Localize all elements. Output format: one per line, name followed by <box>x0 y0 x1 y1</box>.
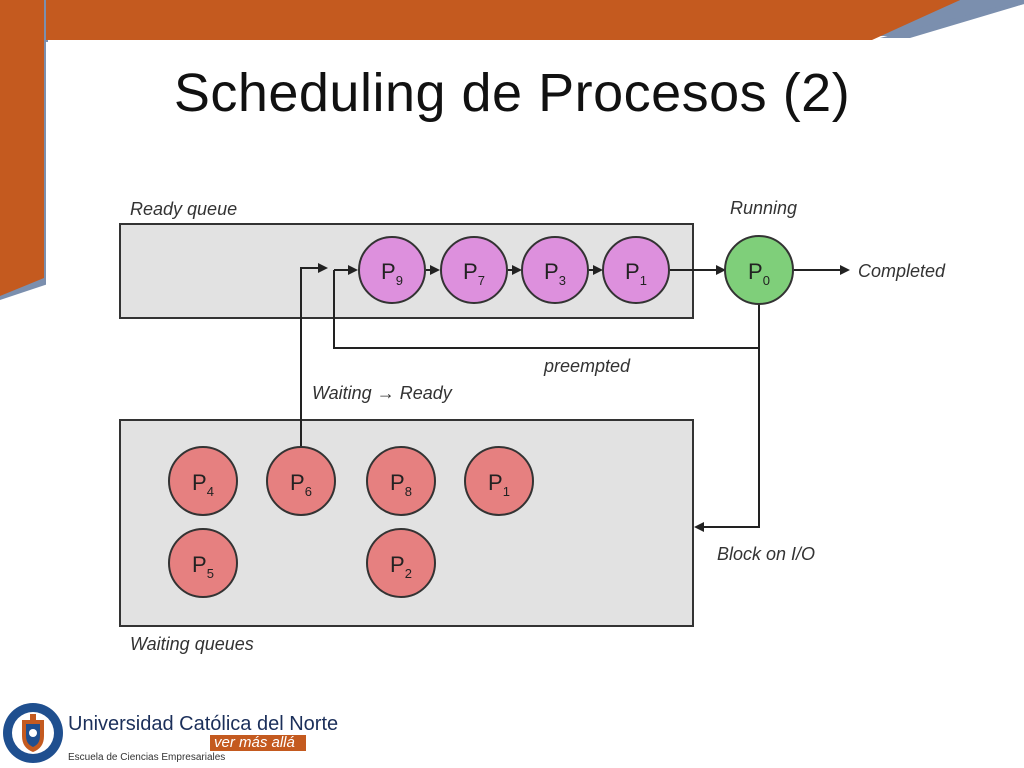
university-seal-icon <box>3 703 63 763</box>
svg-text:P4: P4 <box>192 470 214 499</box>
waiting-to-ready-path <box>300 263 328 447</box>
school-name: Escuela de Ciencias Empresariales <box>68 752 226 763</box>
completed-label: Completed <box>858 261 946 281</box>
svg-text:P0: P0 <box>748 259 770 288</box>
svg-text:P3: P3 <box>544 259 566 288</box>
ready-process-p9: P9 <box>358 236 426 304</box>
svg-text:P1: P1 <box>488 470 510 499</box>
svg-text:P5: P5 <box>192 552 214 581</box>
svg-text:P1: P1 <box>625 259 647 288</box>
block-on-io-path <box>694 304 760 532</box>
svg-text:P7: P7 <box>463 259 485 288</box>
waiting-process-p6: P6 <box>266 446 336 516</box>
running-process-p0: P0 <box>724 235 794 305</box>
svg-text:P9: P9 <box>381 259 403 288</box>
ready-process-p7: P7 <box>440 236 508 304</box>
university-motto: ver más allá <box>214 734 295 751</box>
frame-orange-left <box>0 0 44 296</box>
university-name: Universidad Católica del Norte <box>68 713 339 735</box>
frame-blue-corner <box>880 0 1024 38</box>
waiting-process-p8: P8 <box>366 446 436 516</box>
motto-band <box>210 735 306 751</box>
waiting-process-p5: P5 <box>168 528 238 598</box>
svg-text:P6: P6 <box>290 470 312 499</box>
waiting-process-p2: P2 <box>366 528 436 598</box>
preempted-label: preempted <box>543 356 631 376</box>
waiting-to-ready-label: Waiting → Ready <box>312 383 453 403</box>
running-label: Running <box>730 198 797 218</box>
frame-orange-band <box>46 0 1024 40</box>
slide-title: Scheduling de Procesos (2) <box>173 63 851 123</box>
svg-text:P8: P8 <box>390 470 412 499</box>
ready-process-p3: P3 <box>521 236 589 304</box>
svg-text:P2: P2 <box>390 552 412 581</box>
waiting-process-p4: P4 <box>168 446 238 516</box>
ready-process-p1: P1 <box>602 236 670 304</box>
ready-queue-label: Ready queue <box>130 199 237 219</box>
block-on-io-label: Block on I/O <box>717 544 815 564</box>
waiting-process-p1: P1 <box>464 446 534 516</box>
waiting-queues-label: Waiting queues <box>130 634 254 654</box>
